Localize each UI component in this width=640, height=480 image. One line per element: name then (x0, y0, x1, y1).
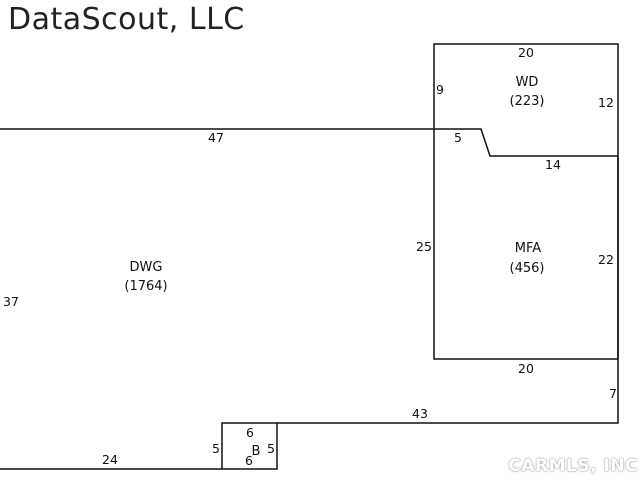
mfa-label: MFA (515, 241, 542, 256)
dwg-outline (0, 128, 619, 470)
dim-dwg-bottom: 24 (102, 452, 118, 467)
mfa-size: (456) (510, 261, 545, 276)
b-label: B (252, 444, 261, 459)
wd-label: WD (516, 75, 539, 90)
dim-bottom-run: 43 (412, 406, 428, 421)
dim-mfa-bottom: 20 (518, 361, 534, 376)
dim-right-step: 7 (609, 386, 617, 401)
dim-wd-bottom: 14 (545, 157, 561, 172)
dim-mfa-right: 22 (598, 252, 614, 267)
b-box-outline (221, 422, 277, 469)
dim-dwg-left: 37 (3, 294, 19, 309)
dim-b-left: 5 (212, 441, 220, 456)
dwg-size: (1764) (124, 279, 167, 294)
dim-wd-left: 9 (436, 82, 444, 97)
wd-mfa-outline (433, 43, 619, 360)
dim-wd-top: 20 (518, 45, 534, 60)
dim-wd-right: 12 (598, 95, 614, 110)
dim-dwg-top: 47 (208, 130, 224, 145)
dim-mfa-left: 25 (416, 239, 432, 254)
dim-b-right: 5 (267, 441, 275, 456)
dwg-label: DWG (130, 260, 163, 275)
dim-wd-notch: 5 (454, 130, 462, 145)
wd-size: (223) (510, 94, 545, 109)
watermark: CARMLS, INC (508, 456, 638, 476)
b-sub-label: 6 (245, 453, 253, 468)
company-title: DataScout, LLC (8, 2, 245, 37)
dim-b-top: 6 (246, 425, 254, 440)
